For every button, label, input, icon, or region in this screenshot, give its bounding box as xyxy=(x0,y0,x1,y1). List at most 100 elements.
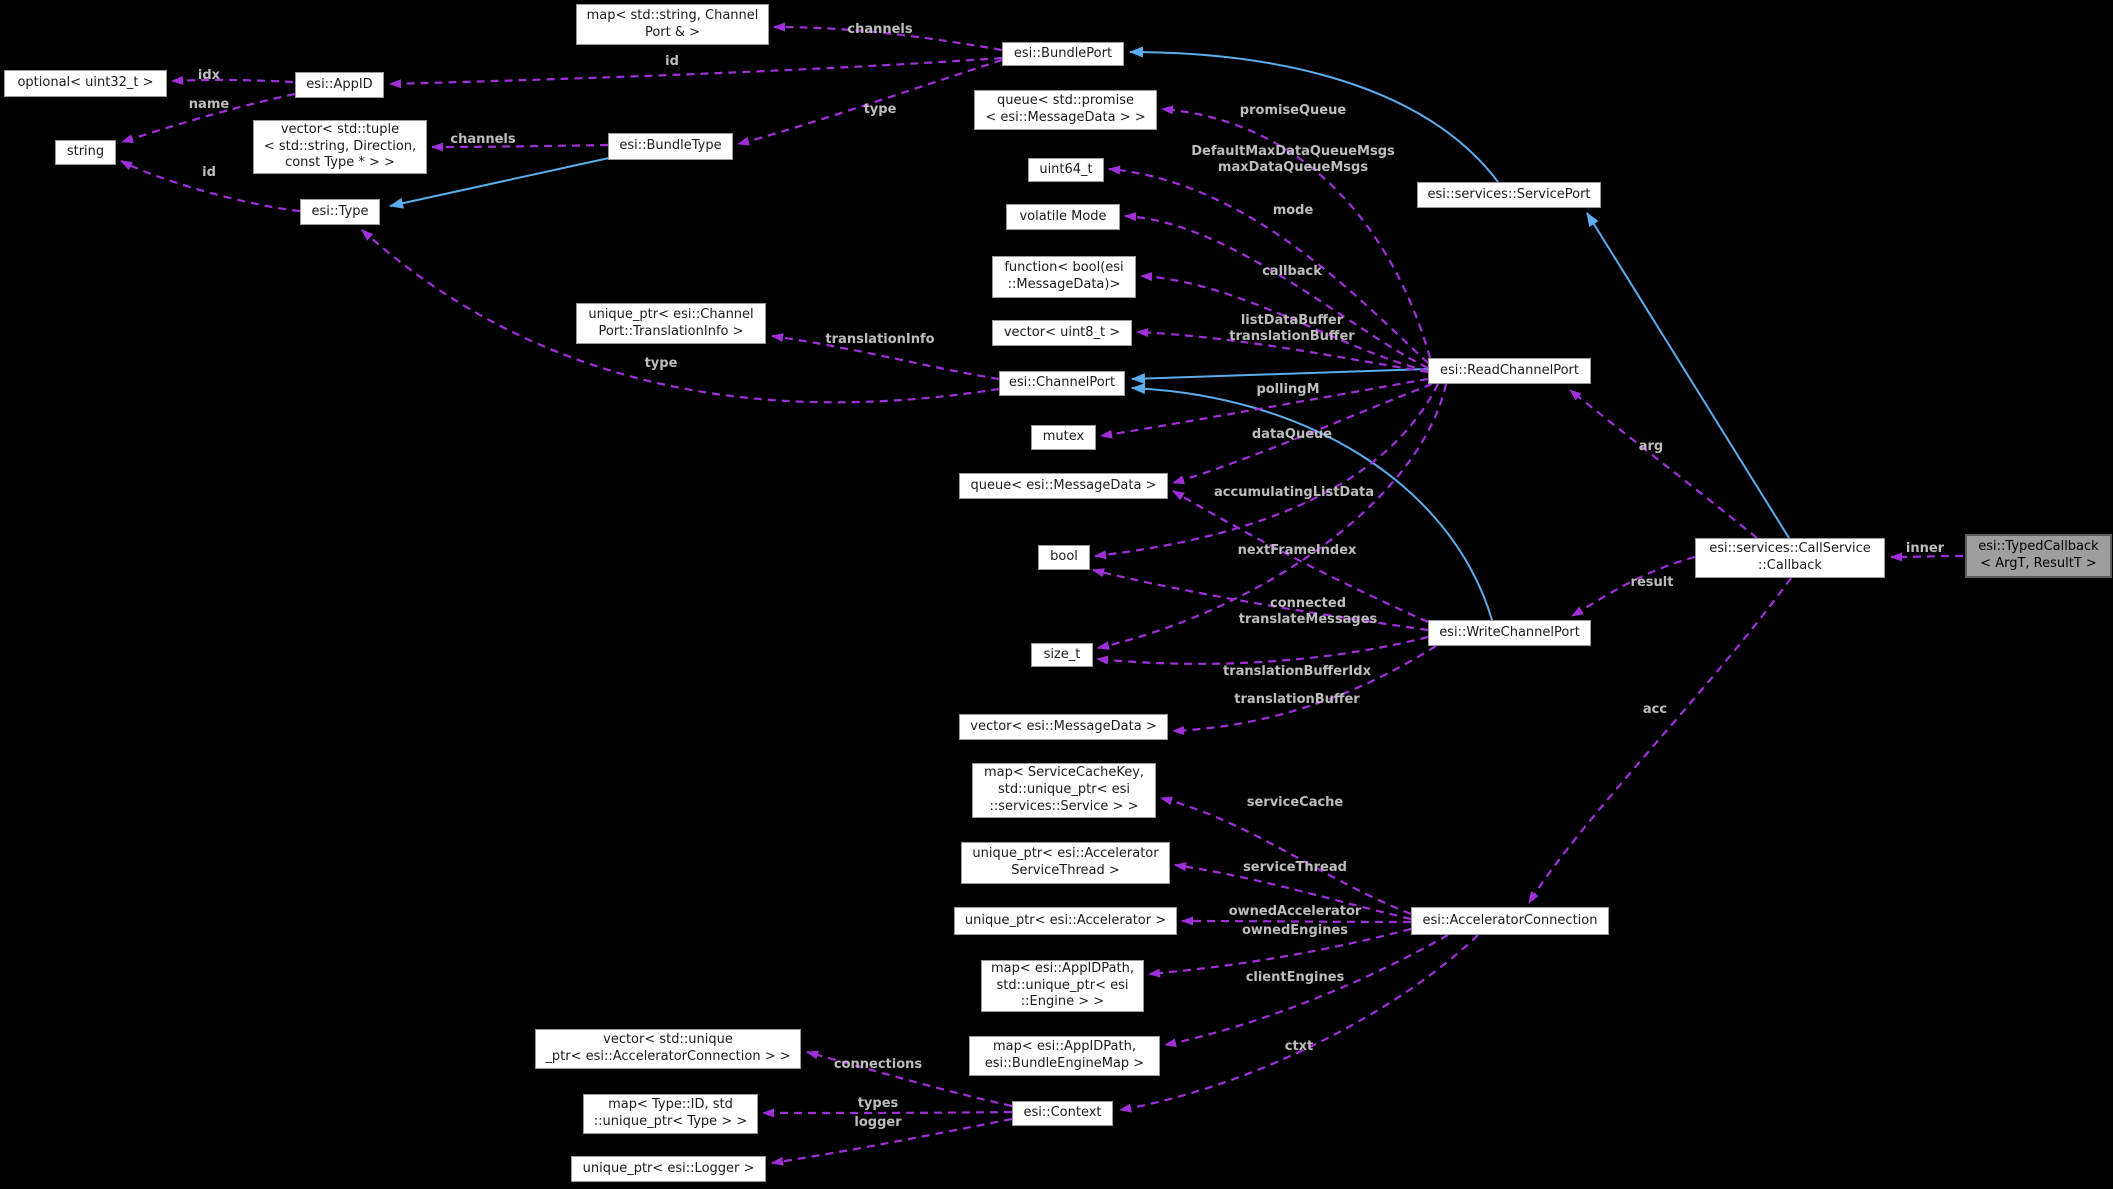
node-uniqueptr-logger[interactable]: unique_ptr< esi::Logger > xyxy=(571,1156,766,1182)
edge-label-result: result xyxy=(1630,574,1674,590)
edge-translationinfo-channelport xyxy=(771,333,1000,381)
edge-label-idx: idx xyxy=(197,67,221,83)
edge-label-id-appid: id xyxy=(665,53,679,69)
edge-label-ownedengines: ownedEngines xyxy=(1241,922,1349,938)
node-acceleratorconnection[interactable]: esi::AcceleratorConnection xyxy=(1411,907,1609,935)
edge-inherit-bundletype-type xyxy=(389,157,610,209)
node-map-engines[interactable]: map< esi::AppIDPath, std::unique_ptr< es… xyxy=(981,960,1144,1012)
node-queue-promise[interactable]: queue< std::promise < esi::MessageData >… xyxy=(974,90,1157,130)
edge-label-servicecache: serviceCache xyxy=(1246,794,1344,810)
edge-translationbuffer xyxy=(1172,645,1437,735)
node-serviceport[interactable]: esi::services::ServicePort xyxy=(1417,182,1601,208)
edge-acc xyxy=(1528,577,1792,904)
edge-channels-bundletype-vector xyxy=(431,142,609,152)
edge-name-appid-string xyxy=(121,92,296,144)
node-uniqueptr-servicethread[interactable]: unique_ptr< esi::Accelerator ServiceThre… xyxy=(961,842,1170,884)
edge-arg xyxy=(1569,389,1758,539)
node-vector-uint8[interactable]: vector< uint8_t > xyxy=(992,320,1132,346)
edge-label-mode: mode xyxy=(1272,202,1314,218)
edge-label-types: types xyxy=(857,1095,899,1111)
edge-ownedengines xyxy=(1148,927,1412,978)
node-callservice-callback[interactable]: esi::services::CallService ::Callback xyxy=(1695,538,1885,578)
edge-label-inner: inner xyxy=(1905,540,1945,556)
node-map-servicecache[interactable]: map< ServiceCacheKey, std::unique_ptr< e… xyxy=(972,763,1156,818)
edge-label-ctxt: ctxt xyxy=(1284,1038,1314,1054)
edge-inherit-serviceport-bundleport xyxy=(1129,46,1499,183)
node-typedcallback: esi::TypedCallback < ArgT, ResultT > xyxy=(1965,534,2112,578)
edge-ownedaccelerator xyxy=(1181,916,1412,926)
node-bundletype[interactable]: esi::BundleType xyxy=(608,133,733,160)
edge-label-name: name xyxy=(188,96,230,112)
edge-label-clientengines: clientEngines xyxy=(1245,969,1345,985)
edge-result xyxy=(1571,555,1696,617)
node-optional-uint32[interactable]: optional< uint32_t > xyxy=(4,70,167,97)
edge-label-connections: connections xyxy=(833,1056,923,1072)
edge-promisequeue xyxy=(1161,105,1432,359)
node-uint64[interactable]: uint64_t xyxy=(1028,158,1104,182)
edge-maxdataqueuemsgs xyxy=(1108,165,1429,364)
edge-types xyxy=(762,1108,1013,1118)
node-readchannelport[interactable]: esi::ReadChannelPort xyxy=(1428,358,1591,384)
edge-logger xyxy=(771,1117,1013,1166)
node-uniqueptr-translationinfo[interactable]: unique_ptr< esi::Channel Port::Translati… xyxy=(576,303,766,344)
node-map-bundleenginemap[interactable]: map< esi::AppIDPath, esi::BundleEngineMa… xyxy=(969,1036,1160,1076)
edge-label-ownedaccelerator: ownedAccelerator xyxy=(1228,903,1362,919)
edge-ctxt xyxy=(1119,934,1479,1113)
edge-connections xyxy=(806,1050,1013,1108)
node-channelport[interactable]: esi::ChannelPort xyxy=(999,371,1125,396)
edge-label-translationbuffer: translationBuffer xyxy=(1234,691,1360,707)
node-writechannelport[interactable]: esi::WriteChannelPort xyxy=(1428,620,1591,646)
edge-label-nextframeindex: nextFrameIndex xyxy=(1237,542,1357,558)
edge-dataqueue xyxy=(1172,382,1433,485)
node-mutex[interactable]: mutex xyxy=(1031,425,1096,450)
node-volatile-mode[interactable]: volatile Mode xyxy=(1006,204,1120,230)
edge-inherit-callback-serviceport xyxy=(1586,212,1790,539)
edge-listdatabuffer xyxy=(1136,328,1429,374)
node-string[interactable]: string xyxy=(55,140,116,165)
edge-label-acc: acc xyxy=(1642,701,1668,717)
edge-label-accumulatinglistdata: accumulatingListData xyxy=(1214,484,1374,500)
edge-id-bundleport-appid xyxy=(389,56,1003,89)
edge-servicecache xyxy=(1160,796,1412,916)
edge-translationbufferidx xyxy=(1096,635,1429,665)
node-context[interactable]: esi::Context xyxy=(1012,1101,1113,1126)
node-vector-messagedata[interactable]: vector< esi::MessageData > xyxy=(959,714,1168,740)
node-bundleport[interactable]: esi::BundlePort xyxy=(1002,42,1124,66)
edge-inherit-writechannelport-channelport xyxy=(1131,383,1493,621)
edge-connected xyxy=(1092,568,1429,632)
edge-label-logger: logger xyxy=(854,1114,902,1130)
edge-label-dataqueue: dataQueue xyxy=(1251,426,1333,442)
node-function-bool[interactable]: function< bool(esi ::MessageData)> xyxy=(992,256,1136,298)
edge-label-type-channelport: type xyxy=(644,355,678,371)
edge-label-pollingm: pollingM xyxy=(1256,381,1320,397)
edge-label-servicethread: serviceThread xyxy=(1243,859,1347,875)
edge-clientengines xyxy=(1164,934,1449,1048)
edge-label-maxdataqueuemsgs: DefaultMaxDataQueueMsgs maxDataQueueMsgs xyxy=(1191,143,1395,175)
edge-label-connected: connected translateMessages xyxy=(1238,595,1378,627)
edge-type-channelport-type xyxy=(361,229,1000,404)
node-bool[interactable]: bool xyxy=(1038,545,1090,570)
edge-label-channels-bundletype: channels xyxy=(450,131,516,147)
node-vector-tuple[interactable]: vector< std::tuple < std::string, Direct… xyxy=(253,120,427,174)
edge-id-type-string xyxy=(120,160,301,213)
edge-channels-bundleport xyxy=(773,22,1003,52)
edge-mode xyxy=(1124,212,1429,369)
node-map-string-channelport[interactable]: map< std::string, Channel Port & > xyxy=(576,4,769,45)
node-appid[interactable]: esi::AppID xyxy=(295,72,384,98)
node-queue-messagedata[interactable]: queue< esi::MessageData > xyxy=(959,473,1168,499)
node-uniqueptr-accelerator[interactable]: unique_ptr< esi::Accelerator > xyxy=(954,907,1177,935)
node-map-types[interactable]: map< Type::ID, std ::unique_ptr< Type > … xyxy=(583,1094,758,1134)
edge-label-promisequeue: promiseQueue xyxy=(1239,102,1347,118)
edge-idx-appid-optional xyxy=(171,76,294,86)
edge-inner xyxy=(1890,552,1964,562)
node-type[interactable]: esi::Type xyxy=(300,199,380,225)
edge-inherit-readchannelport-channelport xyxy=(1131,368,1429,385)
node-sizet[interactable]: size_t xyxy=(1031,643,1093,667)
edge-label-listdatabuffer: listDataBuffer translationBuffer xyxy=(1229,312,1355,344)
node-vector-connections[interactable]: vector< std::unique _ptr< esi::Accelerat… xyxy=(535,1029,801,1069)
edge-nextframeindex xyxy=(1094,383,1439,560)
edge-label-arg: arg xyxy=(1638,438,1664,454)
edge-label-translationbufferidx: translationBufferIdx xyxy=(1223,663,1371,679)
